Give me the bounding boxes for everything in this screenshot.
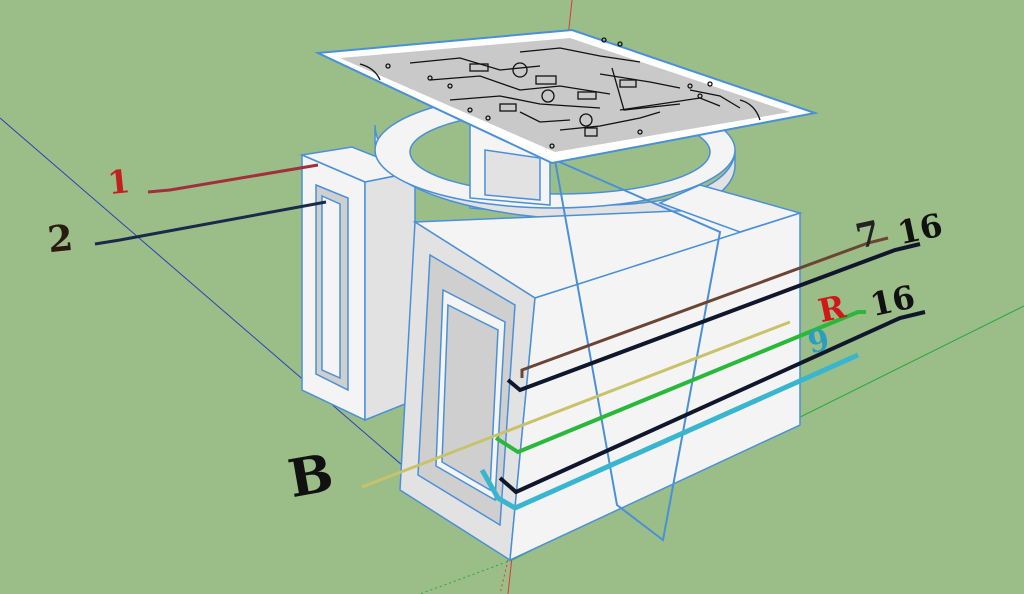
pcb-surface	[340, 38, 790, 152]
wire-16-top-label: 16	[894, 206, 945, 252]
wire-7-lead	[520, 236, 889, 378]
section-plane	[553, 158, 722, 542]
wire-1-label: 1	[106, 162, 132, 202]
wire-2[interactable]: 2	[46, 200, 327, 261]
ring-inner-post-face	[484, 149, 541, 201]
wire-16-bottom-lead	[498, 310, 926, 495]
main-block-top-step	[658, 184, 803, 233]
wire-9-lead	[479, 352, 860, 511]
red-axis-negative	[499, 559, 509, 594]
green-axis-negative	[419, 559, 513, 594]
pcb-board[interactable]	[314, 28, 819, 165]
wire-16-bottom[interactable]: 16	[498, 278, 926, 495]
wire-16-bottom-label: 16	[867, 278, 918, 324]
wire-1-lead	[147, 163, 319, 194]
wire-2-lead	[94, 200, 327, 246]
wire-2-label: 2	[46, 217, 75, 261]
wire-B[interactable]: B	[284, 320, 791, 510]
wire-1[interactable]: 1	[106, 162, 319, 202]
pcb-traces	[359, 37, 761, 149]
main-core-block[interactable]	[399, 184, 803, 562]
left-column-slot-inner	[321, 194, 341, 380]
wire-16-top[interactable]: 16	[506, 206, 946, 393]
wire-R-lead	[494, 310, 866, 455]
left-core-column[interactable]	[299, 146, 418, 422]
main-block-right-face	[509, 211, 801, 562]
wire-B-label: B	[284, 442, 338, 510]
wire-B-lead	[361, 320, 791, 489]
main-block-slot-core	[441, 303, 499, 492]
wire-16-top-lead	[506, 242, 921, 393]
